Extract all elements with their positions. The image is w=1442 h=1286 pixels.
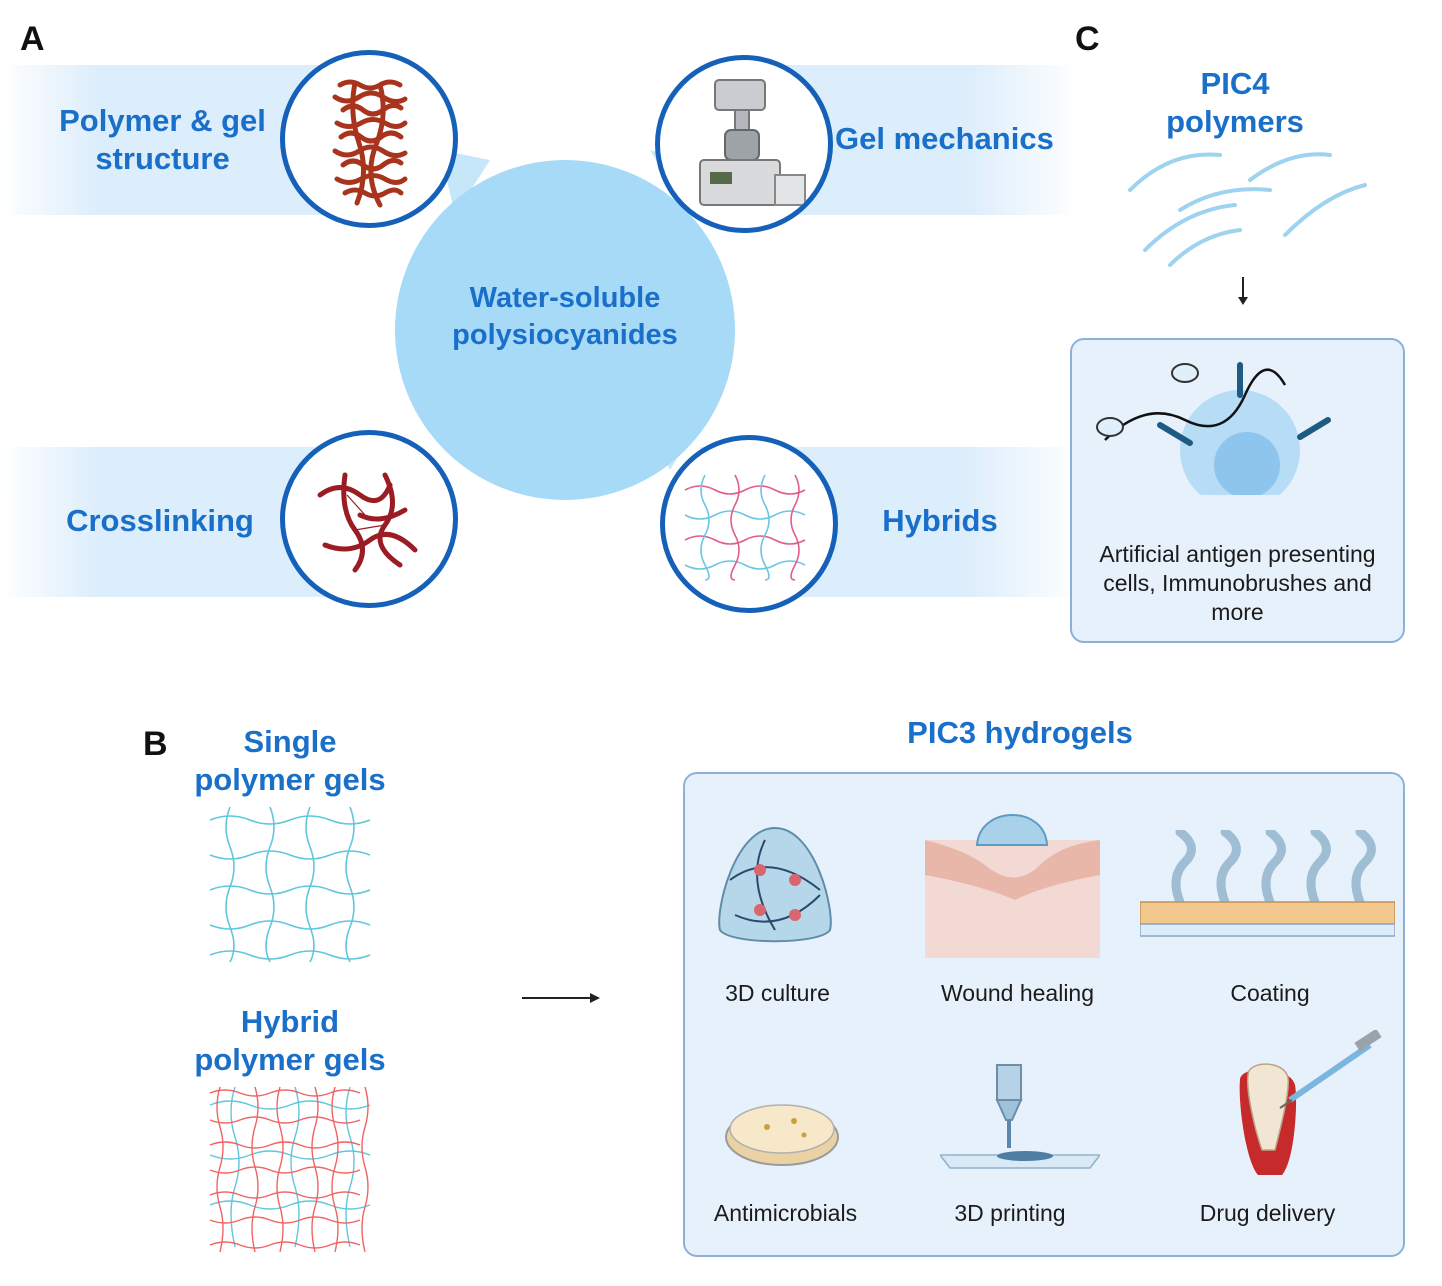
coating-label: Coating	[1230, 980, 1310, 1006]
hybrids-label: Hybrids	[882, 503, 998, 538]
polymer-structure-circle	[280, 50, 458, 228]
petri-dish-icon	[725, 1104, 839, 1166]
crosslinking-circle	[280, 430, 458, 608]
single-polymer-network-icon	[209, 806, 371, 963]
panel-label-b: B	[143, 725, 168, 763]
panel-label-a: A	[20, 20, 45, 58]
3d-culture-icon	[718, 826, 832, 943]
hybrid-polymer-gels-title: Hybrid polymer gels	[194, 1004, 386, 1077]
hybrids-circle	[660, 435, 838, 613]
drug-delivery-icon	[1239, 1030, 1382, 1175]
band-crosslinking	[0, 447, 330, 597]
3d-culture-label: 3D culture	[725, 980, 830, 1006]
center-circle-label: Water-soluble polysiocyanides	[452, 282, 678, 351]
gel-mechanics-label: Gel mechanics	[835, 121, 1054, 156]
hybrid-polymer-network-icon	[209, 1086, 371, 1253]
wound-healing-label: Wound healing	[940, 980, 1095, 1006]
gel-mechanics-circle	[655, 55, 833, 233]
pic4-arrow	[1238, 277, 1248, 305]
polymer-strands-icon	[332, 79, 408, 208]
crosslinking-label: Crosslinking	[66, 503, 254, 538]
3d-printing-label: 3D printing	[954, 1200, 1066, 1226]
3d-printing-icon	[940, 1064, 1100, 1169]
antigen-presenting-cell-icon	[1096, 362, 1331, 495]
center-circle	[395, 160, 735, 500]
panel-label-c: C	[1075, 20, 1100, 58]
polymer-structure-label: Polymer & gel structure	[59, 103, 266, 176]
pic4-application-text: Artificial antigen presenting cells, Imm…	[1099, 541, 1376, 625]
pic3-hydrogels-title: PIC3 hydrogels	[907, 715, 1133, 750]
drug-delivery-label: Drug delivery	[1199, 1200, 1336, 1226]
wound-healing-icon	[925, 814, 1100, 958]
gels-to-hydrogels-arrow	[522, 993, 600, 1003]
pic4-title: PIC4 polymers	[1166, 66, 1304, 139]
band-polymer-structure	[0, 65, 330, 215]
hybrid-network-icon	[684, 474, 806, 581]
coating-icon	[1140, 830, 1395, 937]
crosslink-network-icon	[317, 472, 418, 573]
single-polymer-gels-title: Single polymer gels	[194, 724, 386, 797]
rheometer-icon	[699, 79, 806, 206]
pic4-polymer-strands	[1128, 152, 1367, 267]
antimicrobials-label: Antimicrobials	[713, 1200, 858, 1226]
